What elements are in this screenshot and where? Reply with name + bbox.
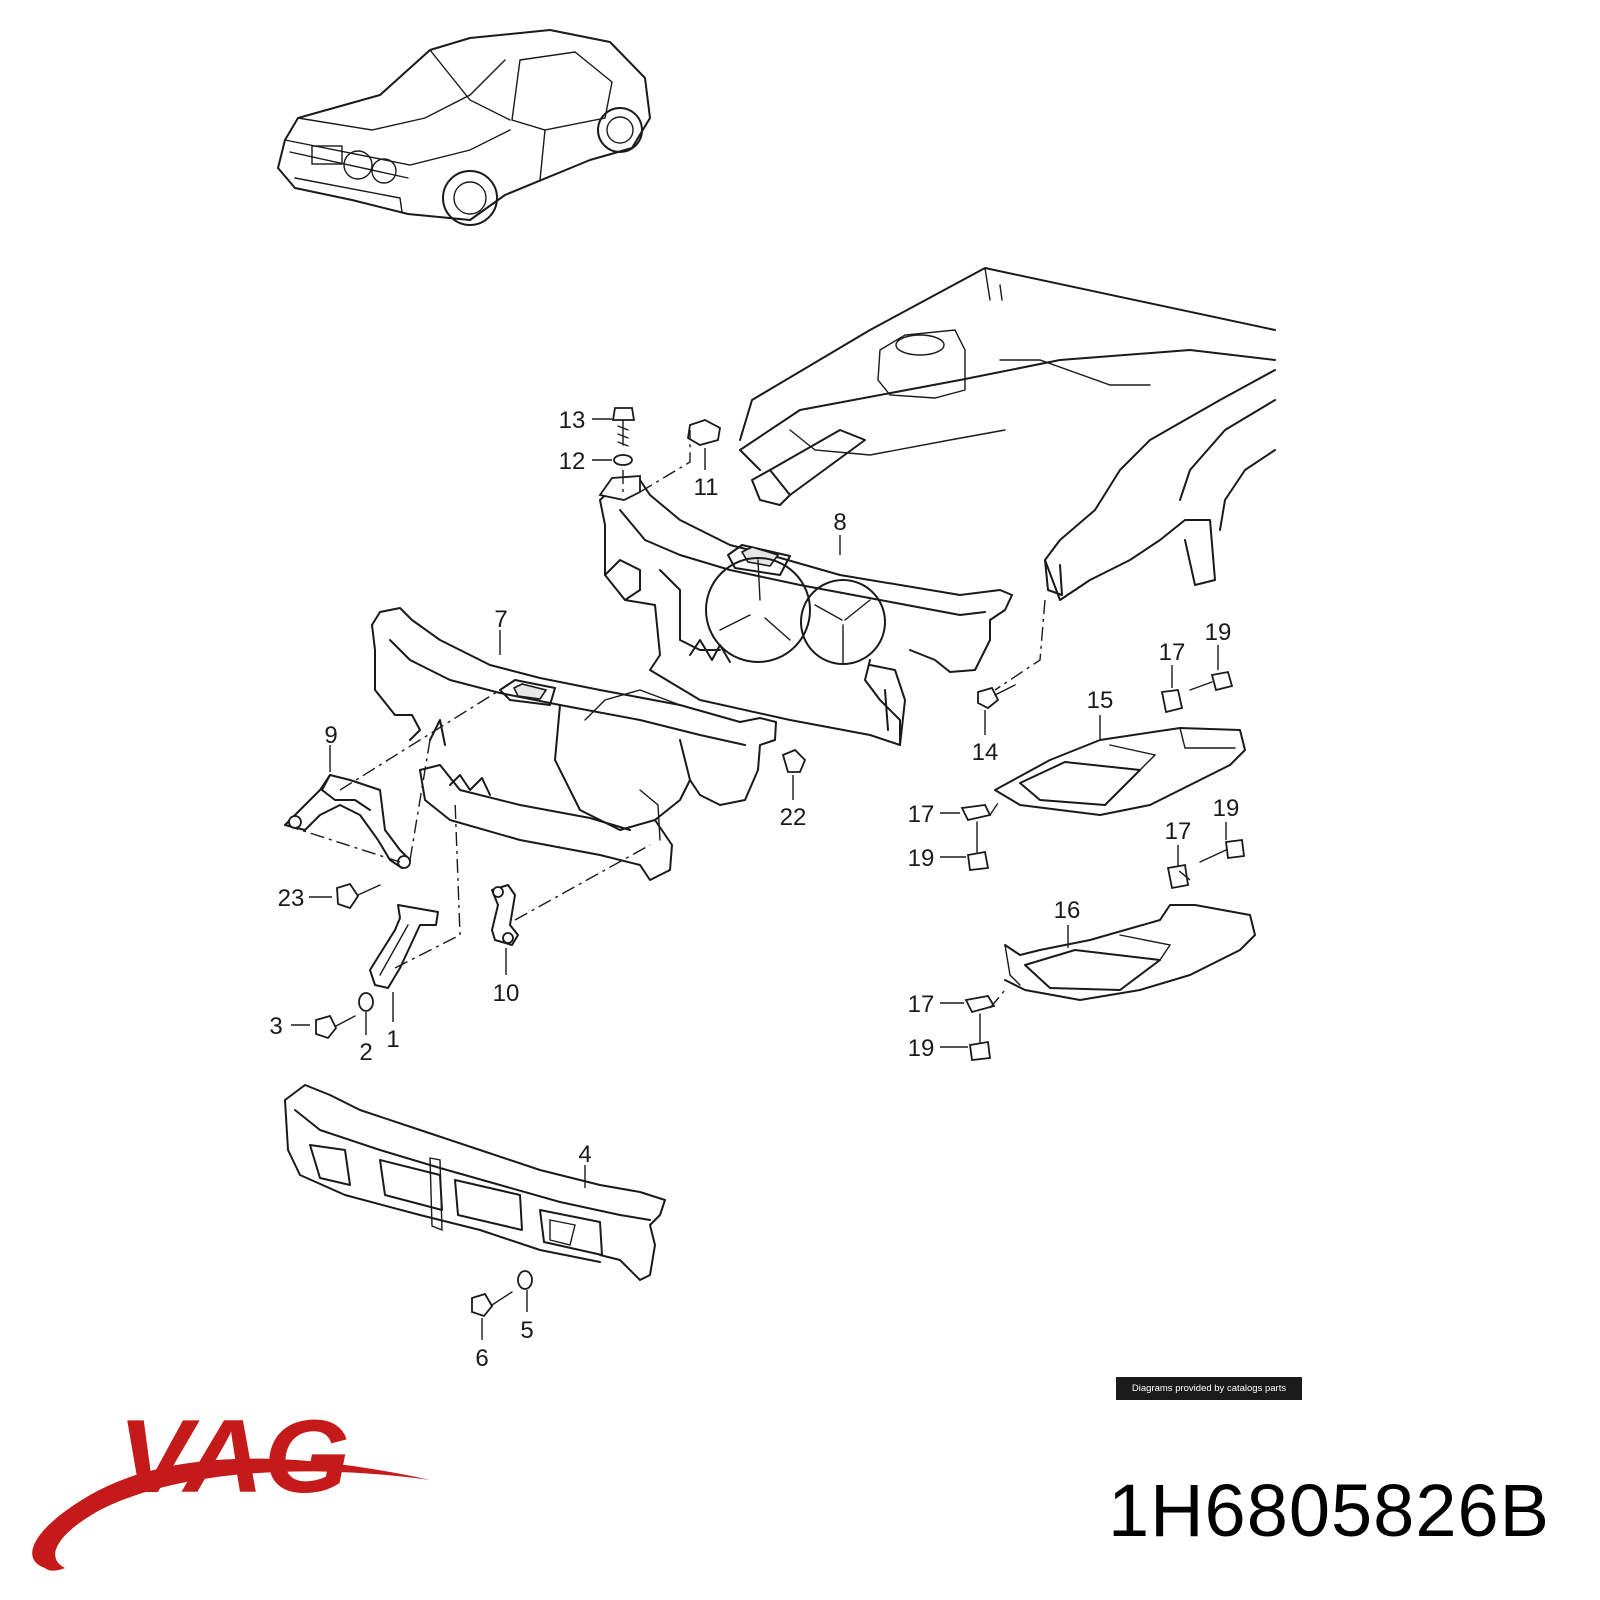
callout-11: 11 (694, 474, 719, 501)
bumper-carrier-4 (284, 1084, 666, 1281)
callout-19-c: 19 (1213, 795, 1240, 822)
fastener-hardware (315, 407, 1246, 1318)
bracket-10 (491, 884, 519, 946)
callout-14: 14 (972, 739, 999, 766)
callout-17-c: 17 (1165, 818, 1192, 845)
callout-19-a: 19 (1205, 619, 1232, 646)
vag-logo: VAG (32, 1400, 430, 1571)
callout-leader-lines (291, 418, 1227, 1340)
noise-insulation-tray-16 (1004, 904, 1256, 1001)
bracket-9 (284, 774, 411, 869)
noise-insulation-tray-15 (994, 727, 1246, 816)
logo-wordmark: VAG (118, 1400, 350, 1515)
callout-17-b: 17 (908, 801, 935, 828)
callout-5: 5 (520, 1317, 533, 1344)
callout-7: 7 (494, 606, 507, 633)
front-panel-7 (371, 607, 777, 881)
support-stay-1 (369, 904, 439, 989)
callout-13: 13 (559, 407, 586, 434)
radiator-support-frame-8 (598, 475, 1013, 746)
callout-6: 6 (475, 1345, 488, 1372)
car-overview-illustration (277, 29, 651, 226)
callout-8: 8 (833, 509, 846, 536)
diagram-credit-badge: Diagrams provided by catalogs parts (1116, 1377, 1302, 1400)
callout-15: 15 (1087, 687, 1114, 714)
callout-12: 12 (559, 448, 586, 475)
callout-22: 22 (780, 804, 807, 831)
callout-17-d: 17 (908, 991, 935, 1018)
callout-23: 23 (278, 885, 305, 912)
logo-swoosh (32, 1458, 430, 1571)
front-body-shell (739, 267, 1276, 601)
assembly-guide-lines (284, 430, 1191, 1009)
callout-1: 1 (386, 1026, 399, 1053)
callout-19-b: 19 (908, 845, 935, 872)
callout-19-d: 19 (908, 1035, 935, 1062)
callout-9: 9 (324, 722, 337, 749)
callout-labels: 13 12 11 8 7 9 23 3 2 1 10 22 14 15 16 1… (269, 407, 1239, 1372)
callout-2: 2 (359, 1039, 372, 1066)
callout-4: 4 (578, 1141, 591, 1168)
callout-17-a: 17 (1159, 639, 1186, 666)
callout-16: 16 (1054, 897, 1081, 924)
part-number-label: 1H6805826B (1107, 1469, 1550, 1552)
callout-10: 10 (493, 980, 520, 1007)
callout-3: 3 (269, 1013, 282, 1040)
